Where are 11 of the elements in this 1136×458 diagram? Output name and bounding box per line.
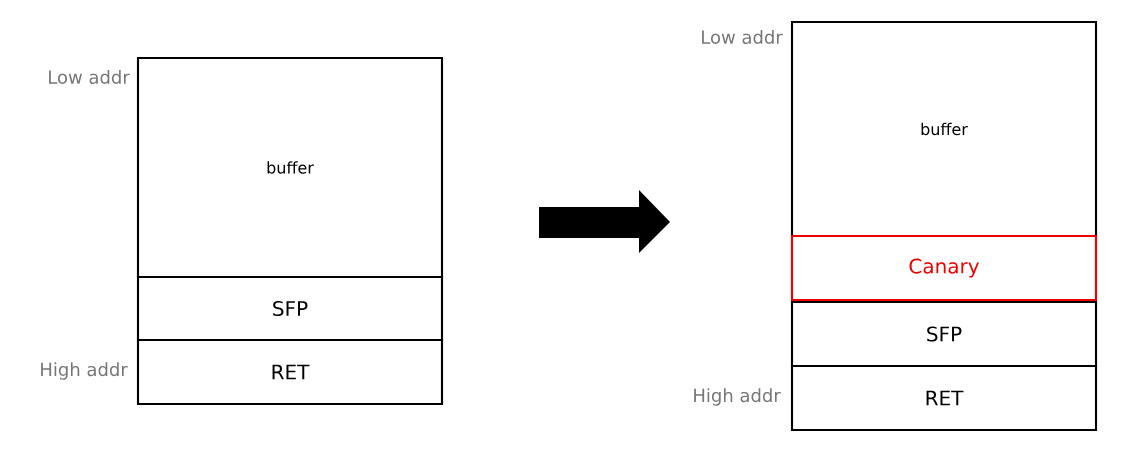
- address-label: Low addr: [702, 30, 783, 44]
- address-label: High addr: [41, 362, 128, 380]
- stack-cell: RET: [790, 364, 1098, 432]
- stack-cell: RET: [136, 338, 444, 406]
- stack-cell: buffer: [790, 20, 1098, 238]
- highlighted-stack-cell: Canary: [790, 234, 1098, 302]
- stack-cell: SFP: [790, 300, 1098, 368]
- address-label: High addr: [694, 388, 781, 406]
- address-label: Low addr: [49, 70, 130, 84]
- stack-cell: SFP: [136, 275, 444, 342]
- stack-cell: buffer: [136, 56, 444, 279]
